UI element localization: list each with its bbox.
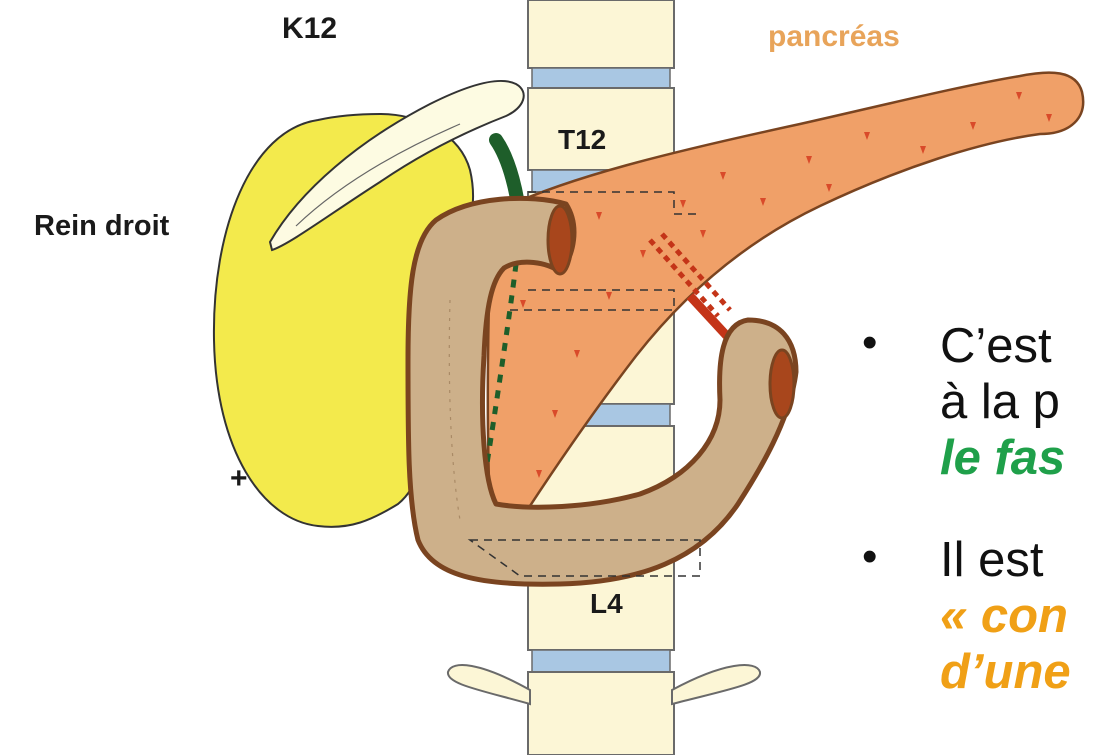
label-plus: +: [230, 462, 248, 496]
label-k12: K12: [282, 12, 337, 46]
label-t12: T12: [558, 124, 606, 156]
duodenum-opening-end: [770, 350, 794, 418]
transverse-process-right: [672, 665, 760, 704]
label-l4: L4: [590, 588, 623, 620]
vertebra: [528, 672, 674, 755]
transverse-process-left: [448, 665, 530, 704]
duodenum-opening-top: [548, 206, 572, 274]
label-pancreas: pancréas: [768, 20, 900, 54]
intervertebral-disc: [532, 650, 670, 672]
vertebra: [528, 0, 674, 68]
label-rein-droit: Rein droit: [34, 210, 169, 243]
intervertebral-disc: [532, 68, 670, 88]
